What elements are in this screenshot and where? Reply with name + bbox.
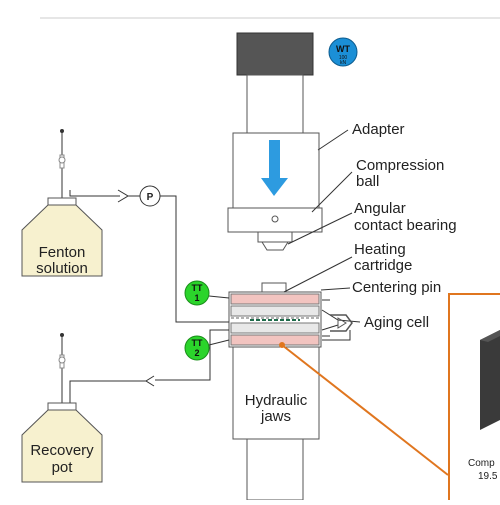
sample-block-icon	[480, 330, 500, 430]
heating-cartridge-top	[230, 293, 320, 305]
heating-cartridge-bottom	[230, 334, 320, 346]
zoom-callout	[279, 293, 500, 505]
label-ball: ball	[356, 173, 379, 190]
label-compression: Compression	[356, 157, 444, 174]
pump-badge-icon: P	[139, 185, 161, 207]
label-contact-bearing: contact bearing	[354, 217, 457, 234]
svg-text:2: 2	[194, 348, 199, 358]
fenton-solution-tank	[21, 129, 103, 277]
lower-shaft	[246, 438, 304, 501]
svg-text:1: 1	[194, 293, 199, 303]
svg-text:kN: kN	[340, 60, 347, 66]
fenton-feed-line	[69, 189, 229, 323]
load-cell-block	[236, 32, 314, 76]
label-angular: Angular	[354, 200, 406, 217]
label-pot: pot	[52, 459, 74, 476]
label-jaws: jaws	[260, 408, 291, 425]
wt-load-badge: WT 100 kN	[328, 37, 358, 67]
svg-text:P: P	[147, 192, 154, 203]
svg-text:TT: TT	[192, 283, 203, 293]
compression-ball-housing	[227, 207, 323, 233]
label-adapter: Adapter	[352, 121, 405, 138]
label-recovery: Recovery	[30, 442, 94, 459]
angular-contact-bearing	[261, 241, 289, 251]
bearing-upper	[257, 231, 293, 243]
tt1-temperature-badge: TT 1	[184, 280, 230, 306]
aging-cell-bracket-icon	[330, 314, 353, 332]
compression-arrow-icon	[261, 140, 288, 196]
recovery-pot-tank	[21, 333, 103, 483]
aging-cell-assembly	[228, 291, 322, 348]
label-aging-cell: Aging cell	[364, 314, 429, 331]
upper-shaft	[246, 74, 304, 134]
label-num-partial: 19.5	[478, 471, 498, 482]
label-fenton: Fenton	[39, 244, 86, 261]
label-centering-pin: Centering pin	[352, 279, 441, 296]
tt2-temperature-badge: TT 2	[184, 335, 230, 361]
svg-text:100: 100	[339, 55, 348, 61]
compression-ball	[271, 215, 279, 223]
svg-text:WT: WT	[336, 44, 350, 54]
label-solution: solution	[36, 260, 88, 277]
svg-text:TT: TT	[192, 338, 203, 348]
label-hydraulic: Hydraulic	[245, 392, 308, 409]
label-heating: Heating	[354, 241, 406, 258]
label-cartridge: cartridge	[354, 257, 412, 274]
label-comp-partial: Comp	[468, 458, 495, 469]
